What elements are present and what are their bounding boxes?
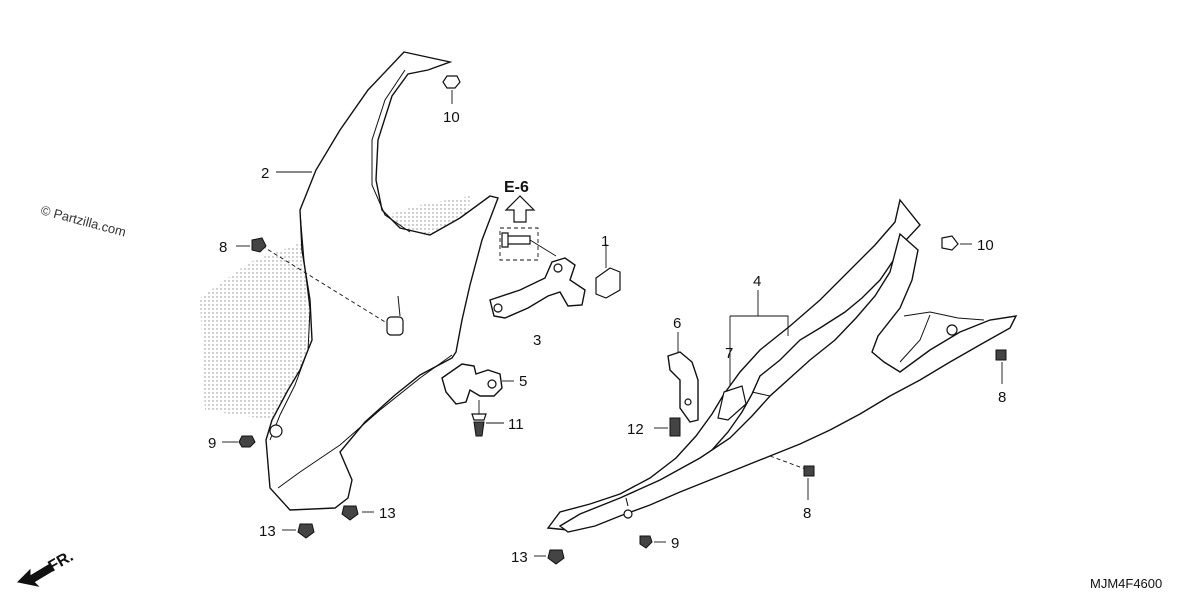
clip-13-left-b[interactable] [341,505,359,521]
callout-1: 1 [601,233,609,250]
callout-12: 12 [627,421,644,438]
leader-4 [729,315,789,386]
callout-8-right-upper: 8 [998,389,1006,406]
clip-1[interactable] [595,267,621,299]
nut-9-left[interactable] [238,435,256,448]
cowl-window-edge [371,69,411,233]
callout-3: 3 [533,332,541,349]
callout-8-right-lower: 8 [803,505,811,522]
cowl-right-edge [903,311,985,321]
cowl-right-fold [899,314,931,363]
screw-11-head [471,413,487,421]
pad-7[interactable] [717,385,747,421]
callout-6: 6 [673,315,681,332]
ref-group-label: E-6 [504,179,529,196]
fastener-8-right-b[interactable] [803,465,815,477]
cowl-inner-edge [269,211,311,441]
callout-10-right: 10 [977,237,994,254]
middle-cowl-left[interactable] [265,51,499,511]
stay-6[interactable] [667,351,699,423]
fastener-axis-8r [769,455,809,471]
callout-4: 4 [753,273,761,290]
callout-9-right: 9 [671,535,679,552]
stay-6-hole [684,398,692,406]
bracket-hole [493,303,503,313]
callout-10-top: 10 [443,109,460,126]
grommet-right-lower [623,509,633,519]
callout-7: 7 [725,345,733,362]
front-arrow-icon [16,563,55,587]
nut-10-right[interactable] [941,235,959,251]
nut-10-top[interactable] [442,75,461,89]
ref-arrow-up [504,195,536,223]
bracket-5-hole [487,379,497,389]
clip-13-left-a[interactable] [297,523,315,539]
bolt-12[interactable] [669,417,681,437]
cowl-detail [397,295,401,317]
diagram-code: MJM4F4600 [1090,576,1162,591]
cowl-crease [277,354,453,489]
callout-13-right: 13 [511,549,528,566]
fastener-8-left[interactable] [251,237,267,253]
callout-9-left: 9 [208,435,216,452]
callout-5: 5 [519,373,527,390]
clip-13-right[interactable] [547,549,565,565]
callout-13-left-a: 13 [259,523,276,540]
callout-8-left: 8 [219,239,227,256]
grommet-right [946,324,958,336]
fastener-8-right-a[interactable] [995,349,1007,361]
watermark: © Partzilla.com [39,202,128,239]
cowl-detail-r [625,497,629,507]
bolt [504,235,531,245]
lower-cowl-right-bottom[interactable] [558,232,1018,533]
grommet [386,316,404,336]
bracket-5[interactable] [441,363,503,405]
screw-11[interactable] [473,421,485,437]
nut-9-right[interactable] [639,535,653,549]
callout-13-left-b: 13 [379,505,396,522]
cowl-right-crease [751,377,791,397]
callout-2: 2 [261,165,269,182]
callout-11: 11 [508,416,524,433]
bracket-3[interactable] [489,257,586,319]
grommet-lower [269,424,283,438]
bolt-head [501,232,509,248]
bracket-hole-2 [553,263,563,273]
